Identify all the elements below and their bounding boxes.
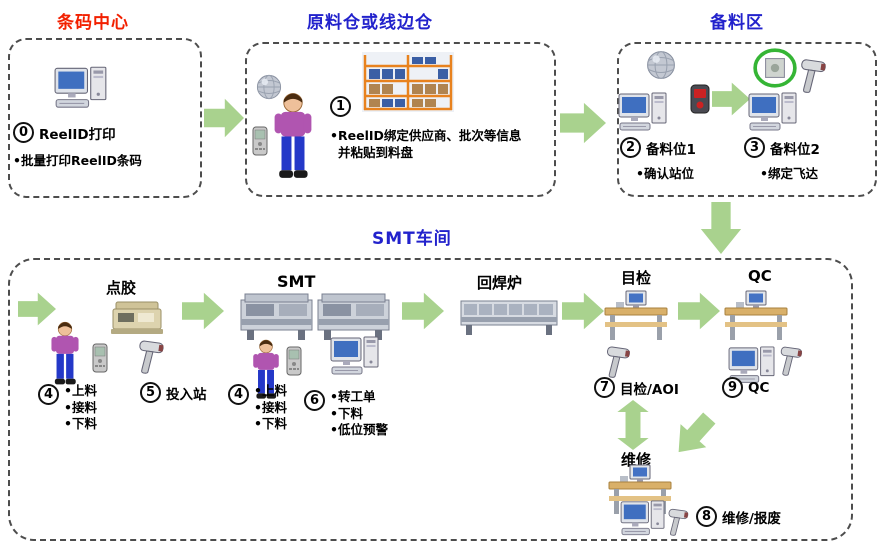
step-7-label: 目检/AOI [620,381,679,398]
step-8-row: 8 维修/报废 [696,506,781,527]
feeder-icon [752,47,798,89]
warehouse-bullet-2: 并粘贴到料盘 [338,144,414,160]
barcode-scanner-icon [778,346,804,378]
step-number-badge: 2 [620,137,641,158]
step-number-badge: 8 [696,506,717,527]
barcode-center-bullet: •批量打印ReelID条码 [13,153,142,168]
step-5-row: 5 投入站 [140,382,207,403]
prep-station2-bullet: •绑定飞达 [760,166,818,181]
barcode-center-title: 条码中心 [57,13,129,33]
warehouse-title: 原料仓或线边仓 [307,13,433,33]
desktop-computer-icon [54,66,108,116]
bullet: •上料 [64,383,97,398]
barcode-scanner-icon [136,340,166,376]
warehouse-bullets: •ReelID绑定供应商、批次等信息 并粘贴到料盘 [330,128,538,161]
step-number-badge: 4 [228,384,249,405]
step-0-row: 0 ReelID打印 [13,122,116,143]
step-number-badge: 1 [330,96,351,117]
step-number-badge: 4 [38,384,59,405]
step4-bullets: •上料 •接料 •下料 [254,383,287,433]
desktop-computer-icon [748,92,798,138]
workstation-icon [722,290,790,342]
prep-station1-row: 2 备料位1 [620,137,696,158]
workstation-icon [602,290,670,342]
handheld-terminal-icon [252,126,268,156]
step4-bullets: •上料 •接料 •下料 [64,383,97,433]
smt-workshop-box [8,258,853,541]
step-number-badge: 5 [140,382,161,403]
reflow-label: 回焊炉 [477,274,523,292]
smt-workshop-title: SMT车间 [372,229,452,249]
bullet: •转工单 [330,389,376,404]
dispensing-machine-icon [110,300,164,336]
barcode-scanner-icon [798,58,828,96]
step-0-label: ReelID打印 [39,126,116,143]
step-9-row: 9 QC [722,377,769,398]
handheld-terminal-icon [286,346,302,376]
reflow-oven-icon [460,296,558,338]
handheld-terminal-icon [92,342,108,374]
step-number-badge: 0 [13,122,34,143]
step-7-row: 7 目检/AOI [594,377,679,398]
arrow-barcode-to-warehouse [204,98,244,138]
prep-area-title: 备料区 [710,13,764,33]
warehouse-racks-icon [362,52,454,112]
barcode-center-box [8,38,202,198]
bullet: •上料 [254,383,287,398]
bullet: •接料 [254,399,287,415]
inspection-label: 目检 [621,269,652,287]
step-8-label: 维修/报废 [722,510,781,527]
desktop-computer-icon [620,500,666,542]
arrow-prep-to-smt [700,202,742,254]
step-number-badge: 6 [304,390,325,411]
prep-station1-label: 备料位1 [646,141,696,158]
prep-station1-bullet: •确认站位 [636,166,694,181]
step-number-badge: 3 [744,137,765,158]
verify-device-icon [688,84,712,114]
warehouse-box [245,42,556,197]
bullet: •下料 [64,416,97,431]
operator-person-icon [270,90,316,186]
barcode-scanner-icon [604,346,632,380]
prep-station2-row: 3 备料位2 [744,137,820,158]
desktop-computer-icon [330,336,380,382]
prep-area-box [617,42,877,197]
bullet: •接料 [64,399,97,415]
step-9-label: QC [748,379,770,396]
operator-person-icon [48,320,82,390]
bullet: •下料 [330,405,363,421]
bullet: •低位预警 [330,422,388,437]
prep-station2-label: 备料位2 [770,141,820,158]
barcode-scanner-icon [666,508,690,538]
step-number-badge: 9 [722,377,743,398]
smt-label: SMT [277,272,316,291]
desktop-computer-icon [618,92,668,138]
bullet: •下料 [254,416,287,431]
dispensing-label: 点胶 [106,279,137,297]
step-5-label: 投入站 [166,386,207,403]
arrow-warehouse-to-prep [560,102,606,144]
step-number-badge: 7 [594,377,615,398]
qc-label: QC [748,267,772,285]
warehouse-bullet-1: •ReelID绑定供应商、批次等信息 [330,128,522,143]
step6-bullets: •转工单 •下料 •低位预警 [330,389,388,439]
globe-icon [646,50,676,80]
